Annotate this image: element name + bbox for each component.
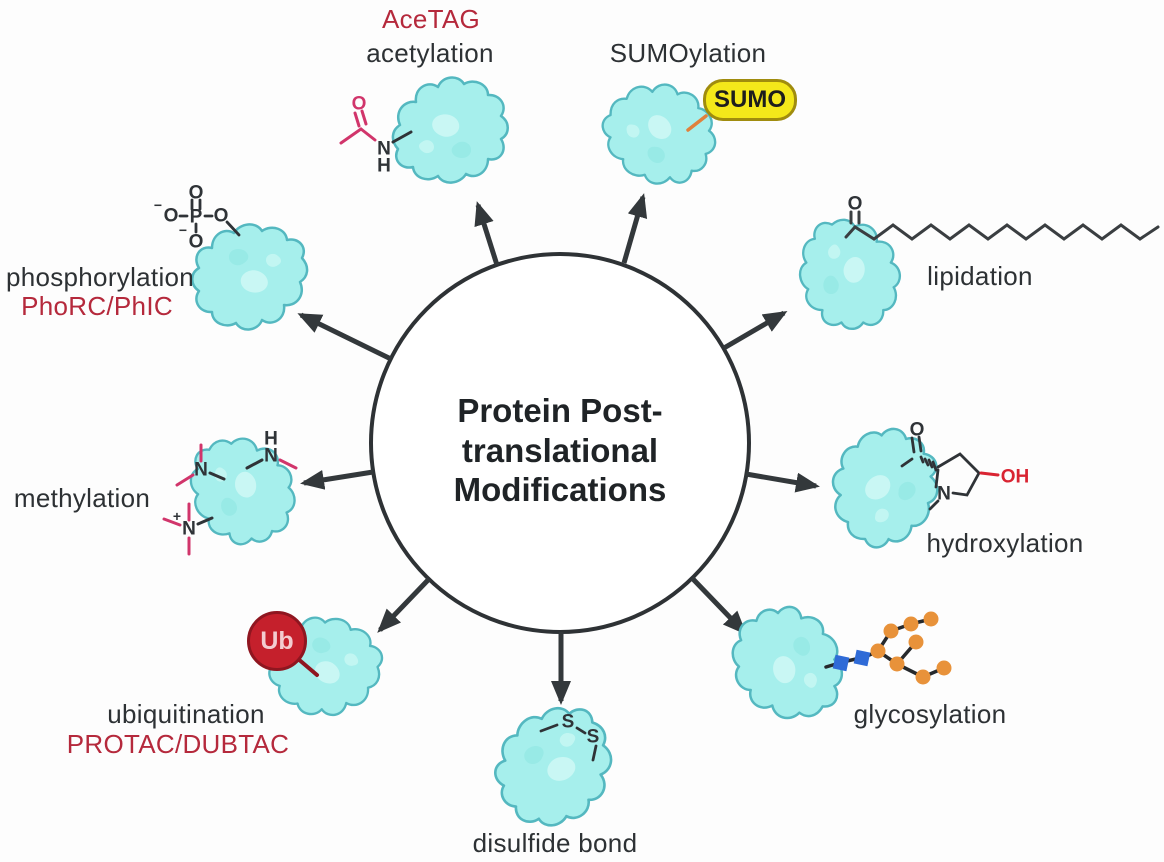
arrow-hydroxylation (745, 471, 820, 493)
lipid-oxygen-label: O (848, 194, 863, 215)
acetag-tag-label: AceTAG (381, 4, 481, 34)
ubiquitination-label: ubiquitination (107, 699, 265, 729)
protein-blob-phosphorylation (191, 223, 309, 331)
methyl-n-top-left-label: N (194, 460, 208, 481)
acetyl-hydrogen-label: H (377, 156, 391, 177)
glycan-structure (824, 611, 952, 685)
center-title-line-3: Modifications (453, 471, 667, 509)
methyl-charge-bottom: + (173, 508, 181, 524)
methyl-n-top-right-label: N (264, 446, 278, 467)
ubiquitin-connector (295, 656, 319, 677)
center-title-line-1: Protein Post- (457, 392, 663, 429)
phosphate-charge-left: − (154, 197, 162, 213)
hydroxyl-structure: O N OH (900, 420, 1030, 511)
lipidation-label: lipidation (927, 261, 1033, 291)
phosphate-o-right-label: O (214, 206, 229, 227)
sumo-connector (686, 114, 708, 132)
arrow-phosphorylation (297, 312, 393, 362)
sumo-badge: SUMO (703, 79, 797, 121)
phorc-phic-tag-label: PhoRC/PhIC (21, 291, 173, 321)
methyl-structure: N H N N + (162, 429, 298, 556)
disulfide-bond-label: disulfide bond (472, 828, 638, 858)
arrow-methylation (300, 469, 374, 490)
protac-dubtac-tag-label: PROTAC/DUBTAC (66, 729, 290, 759)
disulfide-structure: S S (539, 712, 600, 762)
radial-arrows (297, 193, 820, 705)
arrow-ubiquitination (377, 577, 431, 633)
lipid-structure: O (844, 194, 1160, 241)
glycan-orange-sugars (870, 611, 952, 685)
phosphate-p-label: P (190, 207, 203, 228)
hydroxyl-nitrogen-label: N (937, 484, 951, 505)
methylation-label: methylation (13, 483, 151, 513)
methyl-n-bottom-label: N (182, 519, 196, 540)
arrow-sumoylation (621, 193, 648, 264)
hydroxyl-oh-label: OH (1001, 467, 1030, 488)
center-title-line-2: translational (461, 431, 659, 469)
sumoylation-label: SUMOylation (609, 38, 767, 68)
phosphate-o-bottom-label: O (189, 232, 204, 253)
glycosylation-label: glycosylation (853, 699, 1007, 729)
acetyl-nitrogen-label: N (377, 139, 391, 160)
methyl-h-top-right-label: H (264, 429, 278, 450)
disulfide-s-right-label: S (587, 727, 600, 748)
glycan-blue-squares (832, 649, 871, 672)
center-title: Protein Post- translational Modification… (454, 391, 667, 510)
protein-blob-lipidation (798, 218, 902, 331)
acetylation-label: acetylation (366, 38, 494, 68)
protein-blob-disulfide (473, 687, 636, 847)
hydroxylation-label: hydroxylation (926, 528, 1084, 558)
protein-blob-methylation (176, 420, 310, 560)
arrow-glycosylation (690, 576, 747, 635)
hydroxyl-oxygen-label: O (910, 420, 925, 441)
acetyl-structure: O N H (339, 94, 413, 177)
phosphate-o-top-label: O (189, 183, 204, 204)
acetyl-oxygen-label: O (352, 94, 367, 115)
phosphate-charge-bottom: − (179, 222, 187, 238)
disulfide-s-left-label: S (562, 712, 575, 733)
protein-blob-acetylation (391, 76, 509, 184)
arrow-acetylation (474, 201, 500, 266)
phosphate-o-left-label: O (164, 206, 179, 227)
arrow-lipidation (722, 310, 788, 351)
phosphate-structure: O P O O O − − (154, 183, 241, 253)
phosphorylation-label: phosphorylation (5, 262, 195, 292)
ubiquitin-badge: Ub (247, 611, 307, 671)
